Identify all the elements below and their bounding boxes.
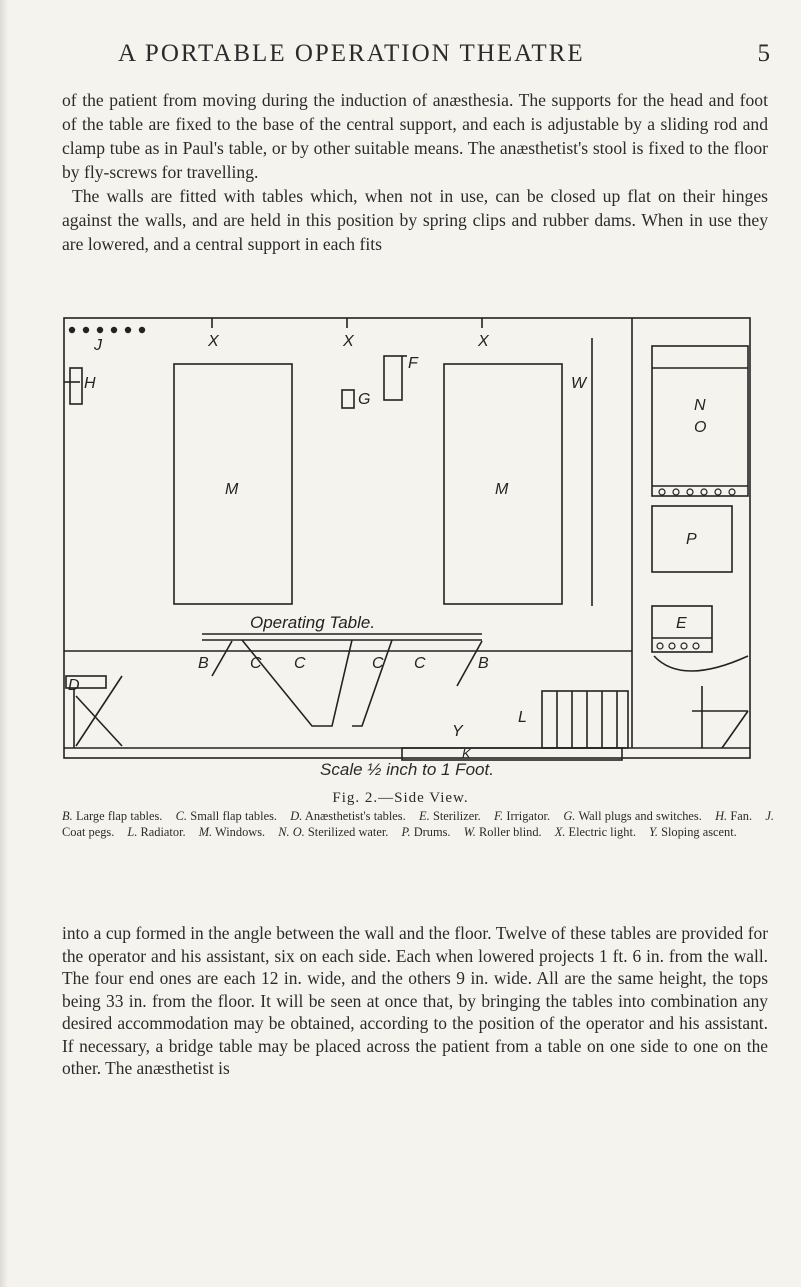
legend-item-NO: N. O. Sterilized water. bbox=[278, 825, 389, 839]
figure-legend: B. Large flap tables. C. Small flap tabl… bbox=[62, 808, 774, 840]
label-H: H bbox=[84, 375, 96, 392]
label-X2: X bbox=[342, 333, 355, 350]
paragraph-2: The walls are fitted with tables which, … bbox=[62, 186, 768, 254]
legend-item-P: P. Drums. bbox=[401, 825, 451, 839]
legend-item-X: X. Electric light. bbox=[554, 825, 636, 839]
label-Y: Y bbox=[452, 723, 464, 740]
label-D: D bbox=[68, 677, 80, 694]
operating-table-support bbox=[241, 639, 353, 727]
theatre-outline bbox=[63, 317, 751, 759]
tap-row-water bbox=[658, 488, 736, 496]
label-B2: B bbox=[478, 655, 489, 672]
legend-item-D: D. Anæsthetist's tables. bbox=[290, 809, 406, 823]
label-P: P bbox=[686, 531, 697, 548]
label-G: G bbox=[358, 391, 370, 408]
label-E: E bbox=[676, 615, 687, 632]
irrigator bbox=[383, 355, 403, 401]
figure-caption-title: Fig. 2.—Side View. bbox=[332, 790, 469, 806]
window-left bbox=[173, 363, 293, 605]
drums-cabinet bbox=[651, 505, 733, 573]
wall-plug bbox=[341, 389, 355, 409]
label-W: W bbox=[571, 375, 588, 392]
coat-pegs bbox=[68, 326, 146, 334]
label-K: K bbox=[462, 746, 472, 761]
window-right bbox=[443, 363, 563, 605]
sterilizer bbox=[651, 605, 713, 653]
legend-item-B: B. Large flap tables. bbox=[62, 809, 163, 823]
legend-item-E: E. Sterilizer. bbox=[419, 809, 481, 823]
sloping-ascent bbox=[401, 747, 623, 761]
label-C1: C bbox=[250, 655, 262, 672]
label-C2: C bbox=[294, 655, 306, 672]
legend-item-J: J. Coat pegs. bbox=[62, 809, 774, 839]
label-operating-table: Operating Table. bbox=[250, 613, 375, 632]
label-C3: C bbox=[372, 655, 384, 672]
fan bbox=[69, 367, 83, 405]
label-X3: X bbox=[477, 333, 490, 350]
anaesthetist-table bbox=[65, 675, 107, 689]
label-X1: X bbox=[207, 333, 220, 350]
paragraph-3: into a cup formed in the angle between t… bbox=[62, 923, 768, 1078]
label-B1: B bbox=[198, 655, 209, 672]
water-tanks bbox=[651, 345, 749, 497]
label-L: L bbox=[518, 709, 527, 726]
radiator bbox=[541, 690, 629, 749]
page-binding-edge bbox=[0, 0, 8, 1287]
legend-item-L: L. Radiator. bbox=[127, 825, 186, 839]
running-title: A PORTABLE OPERATION THEATRE bbox=[118, 40, 585, 67]
page-header: A PORTABLE OPERATION THEATRE 5 bbox=[62, 40, 770, 76]
legend-item-Y: Y. Sloping ascent. bbox=[649, 825, 737, 839]
figure-side-view-diagram: J X X X H M M F G W N O P E Operating Ta… bbox=[62, 316, 752, 762]
label-M2: M bbox=[495, 481, 509, 498]
side-view-drawing: J X X X H M M F G W N O P E Operating Ta… bbox=[63, 317, 751, 761]
label-M1: M bbox=[225, 481, 239, 498]
legend-item-C: C. Small flap tables. bbox=[175, 809, 277, 823]
page-number: 5 bbox=[757, 40, 771, 67]
legend-item-H: H. Fan. bbox=[715, 809, 753, 823]
legend-item-M: M. Windows. bbox=[198, 825, 266, 839]
tap-row-sterilizer bbox=[656, 642, 700, 650]
paragraph-1: of the patient from moving during the in… bbox=[62, 90, 768, 182]
figure-scale-note: Scale ½ inch to 1 Foot. bbox=[320, 760, 494, 779]
label-J: J bbox=[93, 337, 103, 354]
label-N: N bbox=[694, 397, 706, 414]
label-F: F bbox=[408, 355, 419, 372]
label-O: O bbox=[694, 419, 706, 436]
legend-item-F: F. Irrigator. bbox=[494, 809, 551, 823]
label-C4: C bbox=[414, 655, 426, 672]
legend-item-W: W. Roller blind. bbox=[463, 825, 542, 839]
legend-item-G: G. Wall plugs and switches. bbox=[563, 809, 702, 823]
